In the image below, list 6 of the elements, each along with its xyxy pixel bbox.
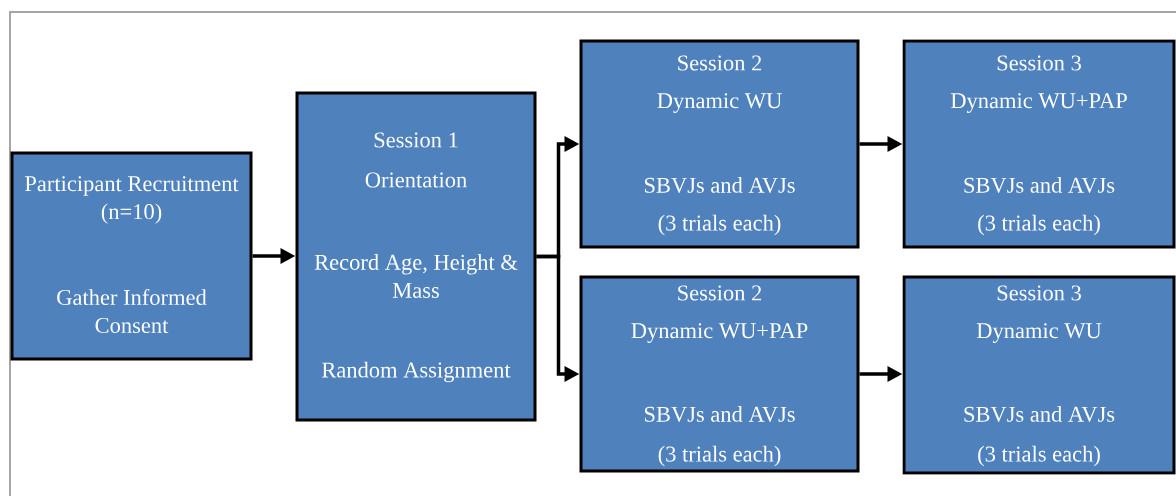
process-box: Session 2 Dynamic WU+PAP SBVJs and AVJs (3 trials each) — [579, 275, 860, 473]
process-box: Session 1 Orientation Record Age, Height & Mass Random Assignment — [295, 91, 537, 422]
process-box: Session 3 Dynamic WU SBVJs and AVJs (3 trials each) — [902, 275, 1176, 475]
process-box: Participant Recruitment (n=10) Gather Informed Consent — [10, 151, 253, 361]
process-box: Session 2 Dynamic WU SBVJs and AVJs (3 trials each) — [579, 39, 860, 249]
process-box: Session 3 Dynamic WU+PAP SBVJs and AVJs (3 trials each) — [902, 39, 1176, 249]
